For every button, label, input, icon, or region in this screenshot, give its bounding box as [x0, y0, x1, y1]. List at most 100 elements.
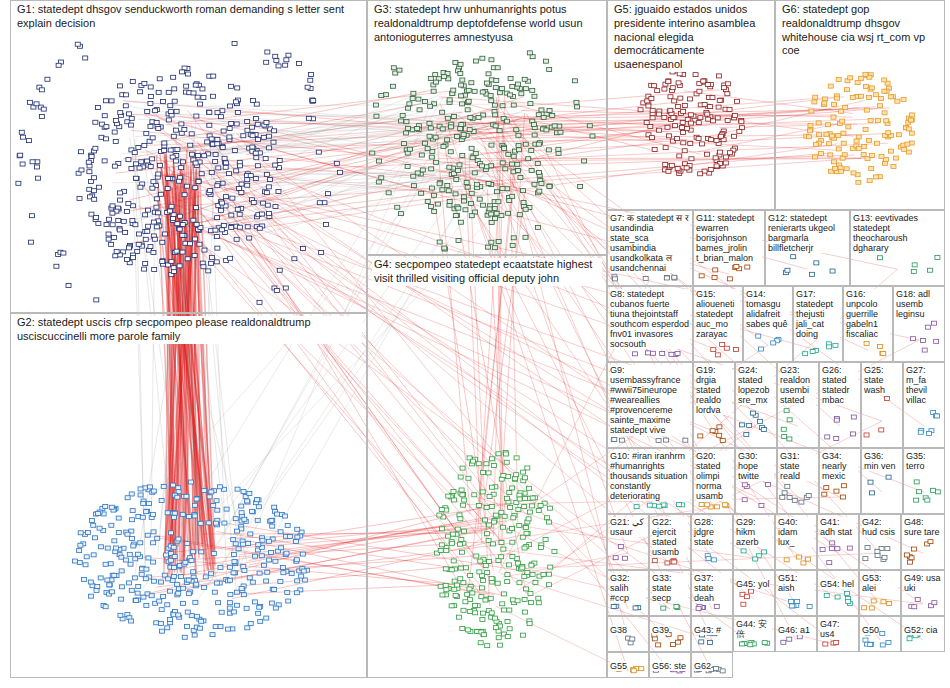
vertex-mark: [909, 113, 914, 117]
vertex-mark: [172, 87, 177, 91]
vertex-mark: [300, 552, 305, 556]
vertex-mark: [480, 586, 485, 590]
vertex-mark: [905, 142, 910, 146]
vertex-mark: [717, 98, 722, 102]
vertex-mark: [219, 208, 224, 212]
vertex-mark: [261, 201, 266, 205]
vertex-mark: [144, 604, 149, 608]
vertex-mark: [185, 257, 190, 261]
vertex-mark: [136, 242, 141, 246]
vertex-mark: [180, 250, 185, 254]
vertex-mark: [158, 580, 163, 584]
vertex-mark: [499, 540, 504, 544]
vertex-mark: [429, 167, 434, 171]
vertex-mark: [112, 130, 117, 134]
vertex-mark: [96, 185, 101, 189]
vertex-mark: [266, 539, 271, 543]
vertex-mark: [285, 590, 290, 594]
vertex-mark: [182, 66, 187, 70]
vertex-mark: [525, 570, 530, 574]
vertex-mark: [715, 116, 720, 120]
vertex-mark: [166, 118, 171, 122]
vertex-mark: [439, 527, 444, 531]
vertex-mark: [530, 88, 535, 92]
tie-line: [230, 125, 460, 237]
vertex-mark: [219, 228, 224, 232]
vertex-mark: [245, 225, 250, 229]
vertex-mark: [725, 82, 730, 86]
vertex-mark: [674, 137, 679, 141]
vertex-mark: [485, 81, 490, 85]
tie-line: [161, 97, 844, 176]
vertex-mark: [251, 200, 256, 204]
vertex-mark: [689, 157, 694, 161]
vertex-mark: [732, 114, 737, 118]
vertex-mark: [652, 84, 657, 88]
tie-line: [200, 178, 467, 548]
vertex-mark: [239, 511, 244, 515]
vertex-mark: [427, 121, 432, 125]
vertex-mark: [227, 606, 232, 610]
vertex-mark: [449, 568, 454, 572]
vertex-mark: [449, 604, 454, 608]
vertex-mark: [678, 96, 683, 100]
vertex-mark: [489, 99, 494, 103]
vertex-mark: [507, 198, 512, 202]
vertex-mark: [708, 105, 713, 109]
vertex-mark: [522, 77, 527, 81]
vertex-mark: [140, 515, 145, 519]
tie-line: [526, 269, 897, 592]
vertex-mark: [180, 223, 185, 227]
tie-line: [462, 99, 880, 605]
tie-line: [480, 138, 712, 609]
vertex-mark: [526, 157, 531, 161]
vertex-mark: [420, 168, 425, 172]
vertex-mark: [507, 491, 512, 495]
vertex-mark: [489, 611, 494, 615]
vertex-mark: [442, 75, 447, 79]
vertex-mark: [133, 223, 138, 227]
vertex-mark: [451, 559, 456, 563]
vertex-mark: [480, 617, 485, 621]
vertex-cloud: [16, 41, 940, 672]
tie-line: [467, 187, 628, 609]
vertex-mark: [142, 81, 147, 85]
vertex-mark: [447, 98, 452, 102]
vertex-mark: [273, 204, 278, 208]
vertex-mark: [259, 212, 264, 216]
vertex-mark: [151, 489, 156, 493]
vertex-mark: [143, 262, 148, 266]
vertex-mark: [215, 216, 220, 220]
vertex-mark: [235, 487, 240, 491]
vertex-mark: [528, 591, 533, 595]
vertex-mark: [137, 166, 142, 170]
vertex-mark: [449, 125, 454, 129]
vertex-mark: [662, 87, 667, 91]
vertex-mark: [867, 138, 872, 142]
vertex-mark: [538, 503, 543, 507]
vertex-mark: [221, 223, 226, 227]
tie-line: [711, 101, 865, 136]
vertex-mark: [510, 486, 515, 490]
vertex-mark: [109, 99, 114, 103]
vertex-mark: [472, 171, 477, 175]
vertex-mark: [437, 182, 442, 186]
vertex-mark: [527, 622, 532, 626]
vertex-mark: [134, 176, 139, 180]
vertex-mark: [148, 124, 153, 128]
vertex-mark: [492, 616, 497, 620]
vertex-mark: [894, 156, 899, 160]
vertex-mark: [465, 185, 470, 189]
tie-line: [227, 199, 840, 497]
vertex-mark: [239, 191, 244, 195]
vertex-mark: [253, 600, 258, 604]
vertex-mark: [407, 102, 412, 106]
tie-line: [141, 183, 475, 560]
tie-line: [206, 181, 670, 640]
tie-line: [166, 200, 169, 564]
vertex-mark: [156, 172, 161, 176]
tie-line: [162, 171, 502, 542]
vertex-mark: [538, 546, 543, 550]
vertex-mark: [228, 565, 233, 569]
vertex-mark: [137, 232, 142, 236]
